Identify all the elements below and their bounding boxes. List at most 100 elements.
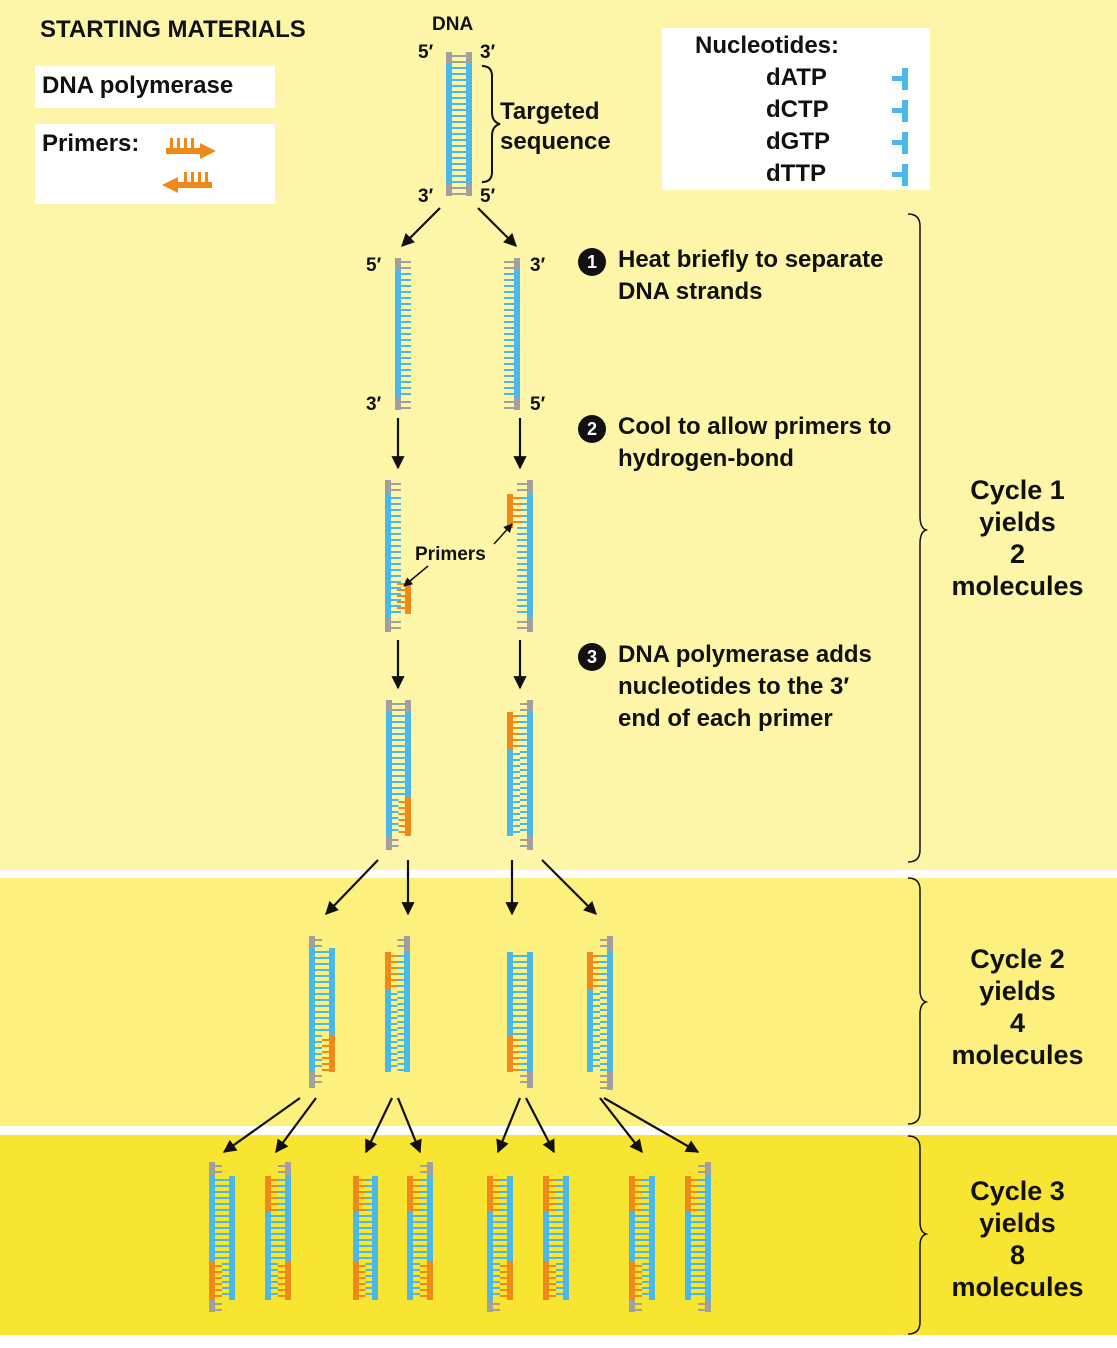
starting-materials-title: STARTING MATERIALS	[40, 16, 306, 43]
arrow-c3-7	[599, 1097, 643, 1154]
arrow-c3-8	[603, 1097, 700, 1153]
primer-left	[397, 580, 411, 614]
cycle2-molecule-c-left-strand	[507, 952, 520, 1072]
cycle2-molecule-c-right-strand	[520, 952, 533, 1088]
primer-right	[507, 494, 521, 528]
separated-strand-right	[504, 258, 520, 410]
arrow-c2-1	[325, 859, 379, 915]
primers-box	[35, 124, 275, 204]
nucleotide-icon-dttp	[892, 164, 908, 186]
cycle3-molecule-2-right-strand	[278, 1162, 291, 1300]
step-3-number: 3	[578, 643, 606, 671]
nucleotide-datp: dATP	[766, 64, 827, 91]
cycle2-molecule-d-right-strand	[600, 936, 613, 1090]
nucleotide-dttp: dTTP	[766, 160, 826, 187]
cycle3-molecule-8-right-strand	[698, 1162, 711, 1312]
cycle1-molecule-b-right-strand	[520, 700, 533, 850]
cycle2-molecule-a-right-strand	[322, 948, 335, 1072]
cycle3-molecule-8-left-strand	[685, 1176, 698, 1300]
cycle-2-band	[0, 878, 1117, 1126]
polymerase-box	[35, 66, 275, 108]
original-dna-left-strand	[446, 52, 459, 196]
arrow-c2-4	[541, 859, 597, 915]
cycle2-molecule-b-left-strand	[385, 952, 398, 1072]
dna-end-5-bottom: 5′	[480, 186, 496, 207]
nucleotide-icon-datp	[892, 68, 908, 90]
cycle3-molecule-5-right-strand	[500, 1176, 513, 1300]
cycle-3-brace	[907, 1135, 929, 1335]
targeted-line2: sequence	[500, 128, 611, 155]
left-strand-end-top: 5′	[366, 255, 382, 276]
cycle-2-line2: yields	[979, 976, 1056, 1006]
cycle-1-line2: yields	[979, 507, 1056, 537]
arrow-c3-6	[525, 1097, 555, 1154]
dna-end-5-top: 5′	[418, 42, 434, 63]
primed-template-left	[385, 480, 401, 632]
nucleotides-box	[662, 28, 930, 190]
cycle1-molecule-a-left-strand	[386, 700, 399, 850]
targeted-line1: Targeted	[500, 98, 600, 125]
cycle-1-line4: molecules	[951, 571, 1084, 601]
primed-template-right	[517, 480, 533, 632]
nucleotide-icon-dctp	[892, 100, 908, 122]
separated-strand-left	[395, 258, 411, 410]
primers-label: Primers:	[42, 130, 140, 157]
step-1-text: Heat briefly to separate DNA strands	[618, 246, 884, 305]
cycle3-molecule-6-right-strand	[556, 1176, 569, 1300]
cycle-3-line4: molecules	[951, 1272, 1084, 1302]
cycle-3-line1: Cycle 3	[970, 1176, 1065, 1206]
cycle3-molecule-3-right-strand	[365, 1176, 378, 1300]
original-dna-right-strand	[459, 52, 472, 196]
cycle-2-brace	[907, 877, 929, 1125]
dna-label: DNA	[432, 14, 474, 35]
cycle2-molecule-b-right-strand	[397, 936, 410, 1072]
arrow-c3-2	[275, 1097, 317, 1154]
polymerase-label: DNA polymerase	[42, 72, 234, 99]
primers-callout: Primers	[415, 544, 486, 565]
cycle3-molecule-7-left-strand	[629, 1176, 642, 1312]
cycle-1-line1: Cycle 1	[970, 475, 1065, 505]
left-strand-end-bottom: 3′	[366, 394, 382, 415]
primers-callout-line-left	[403, 565, 429, 587]
cycle3-molecule-5-left-strand	[487, 1176, 500, 1312]
cycle-3-label: Cycle 3 yields 8 molecules	[935, 1175, 1100, 1303]
cycle3-molecule-4-right-strand	[420, 1162, 433, 1300]
cycle-3-line2: yields	[979, 1208, 1056, 1238]
right-strand-end-bottom: 5′	[530, 394, 546, 415]
nucleotide-dctp: dCTP	[766, 96, 829, 123]
dna-end-3-bottom: 3′	[418, 186, 434, 207]
cycle-2-label: Cycle 2 yields 4 molecules	[935, 943, 1100, 1071]
cycle2-molecule-d-left-strand	[587, 952, 600, 1072]
cycle3-molecule-3-left-strand	[353, 1176, 366, 1300]
primer-reverse-icon	[162, 172, 212, 193]
targeted-sequence-brace	[481, 65, 501, 183]
primer-forward-icon	[166, 138, 216, 159]
cycle-1-line3: 2	[1009, 539, 1026, 569]
primers-callout-line-right	[493, 523, 513, 545]
nucleotides-title: Nucleotides:	[695, 32, 840, 59]
step-3-text: DNA polymerase adds nucleotides to the 3…	[618, 641, 872, 732]
cycle3-molecule-1-right-strand	[222, 1176, 235, 1300]
cycle-3-line3: 8	[1009, 1240, 1026, 1270]
step-2-text: Cool to allow primers to hydrogen-bond	[618, 413, 892, 472]
cycle-2-line3: 4	[1009, 1008, 1026, 1038]
arrow-split-right	[477, 207, 517, 247]
arrow-c3-5	[496, 1097, 522, 1154]
nucleotide-icon-dgtp	[892, 132, 908, 154]
arrow-c3-3	[365, 1097, 393, 1154]
step-2-number: 2	[578, 415, 606, 443]
cycle-1-label: Cycle 1 yields 2 molecules	[935, 474, 1100, 602]
cycle3-molecule-4-left-strand	[407, 1176, 420, 1300]
nucleotide-dgtp: dGTP	[766, 128, 830, 155]
right-strand-end-top: 3′	[530, 255, 546, 276]
cycle1-molecule-a-right-strand	[398, 700, 411, 836]
cycle-1-brace	[907, 213, 929, 863]
cycle-2-line4: molecules	[951, 1040, 1084, 1070]
cycle3-molecule-7-right-strand	[642, 1176, 655, 1300]
arrow-split-left	[401, 207, 441, 247]
step-1-number: 1	[578, 248, 606, 276]
arrow-c3-4	[396, 1097, 422, 1154]
cycle3-molecule-6-left-strand	[543, 1176, 556, 1300]
